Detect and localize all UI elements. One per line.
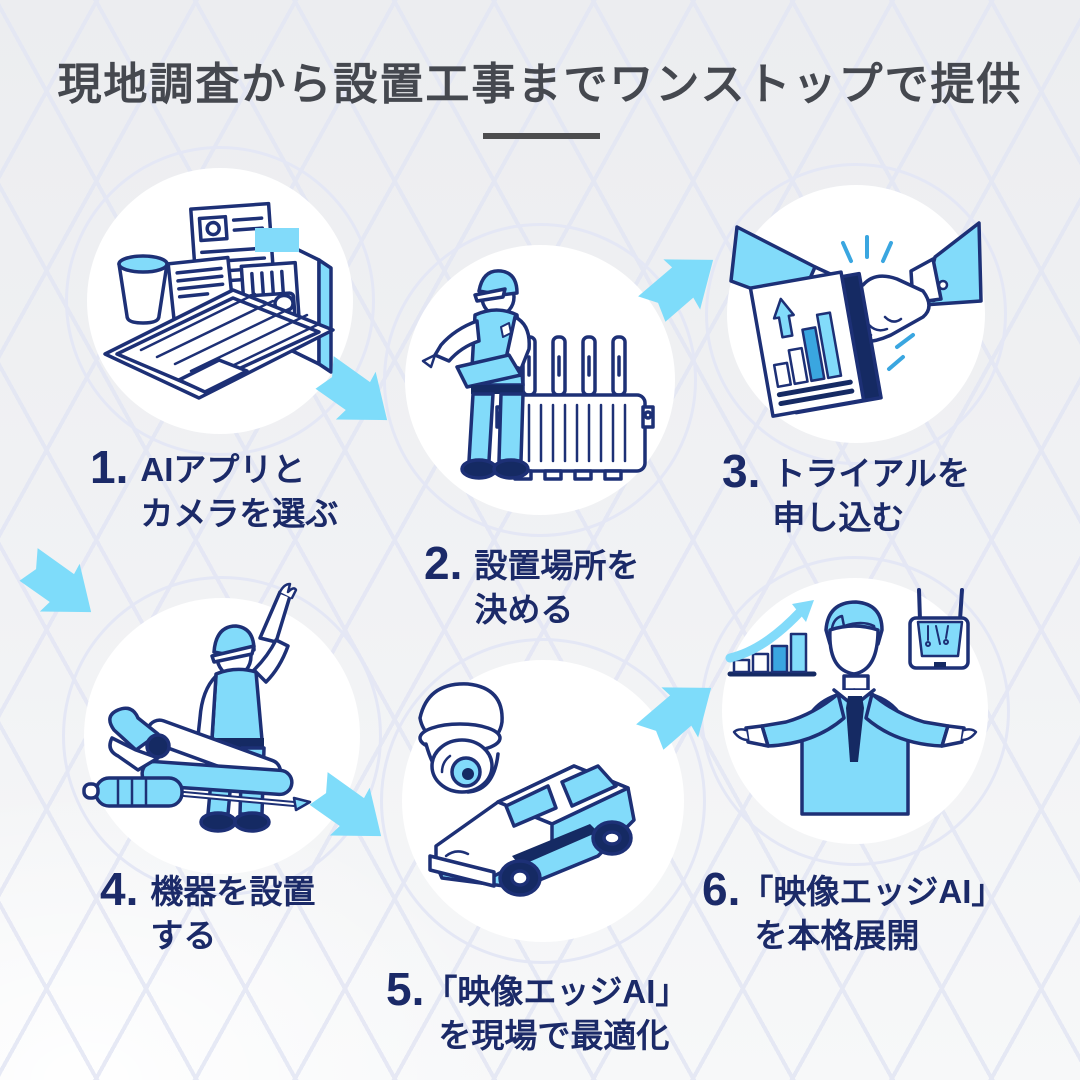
step4-circle [62,576,382,896]
step1-circle [65,146,375,456]
step3-label: 3. トライアルを申し込む [722,445,971,536]
businessman-presenting-growth-and-device-illustration [725,588,978,816]
step6-label: 6. 「映像エッジAI」を本格展開 [702,863,1005,954]
arrow-into-step4-icon [5,535,113,640]
laptop-and-app-documents-illustration [103,201,335,400]
dome-camera-and-car-illustration [418,682,636,897]
step4-label: 4. 機器を設置する [100,863,316,954]
arrow-step1-to-step2-icon [301,343,409,448]
step5-number: 5. [386,963,425,1015]
step4-number: 4. [100,863,139,915]
step5-label: 5. 「映像エッジAI」を現場で最適化 [386,963,689,1054]
step2-label: 2. 設置場所を決める [424,537,640,628]
step2-number: 2. [424,537,463,589]
step2-circle [383,223,697,537]
step6-number: 6. [702,863,741,915]
step1-number: 1. [90,441,129,493]
title-underline [483,133,600,139]
installer-with-tools-illustration [82,582,312,833]
arrow-step5-to-step6-icon [625,661,733,766]
worker-with-tablet-and-edge-device-illustration [421,269,655,481]
step5-circle [380,638,706,964]
step3-circle [705,163,1007,465]
step3-number: 3. [722,445,761,497]
step1-label: 1. AIアプリとカメラを選ぶ [90,441,339,532]
step6-circle [700,556,1010,866]
handshake-with-growth-report-illustration [729,221,983,418]
page-title: 現地調査から設置工事までワンストップで提供 [57,60,1023,109]
arrow-step4-to-step5-icon [295,759,403,864]
arrow-step2-to-step3-icon [627,233,735,338]
